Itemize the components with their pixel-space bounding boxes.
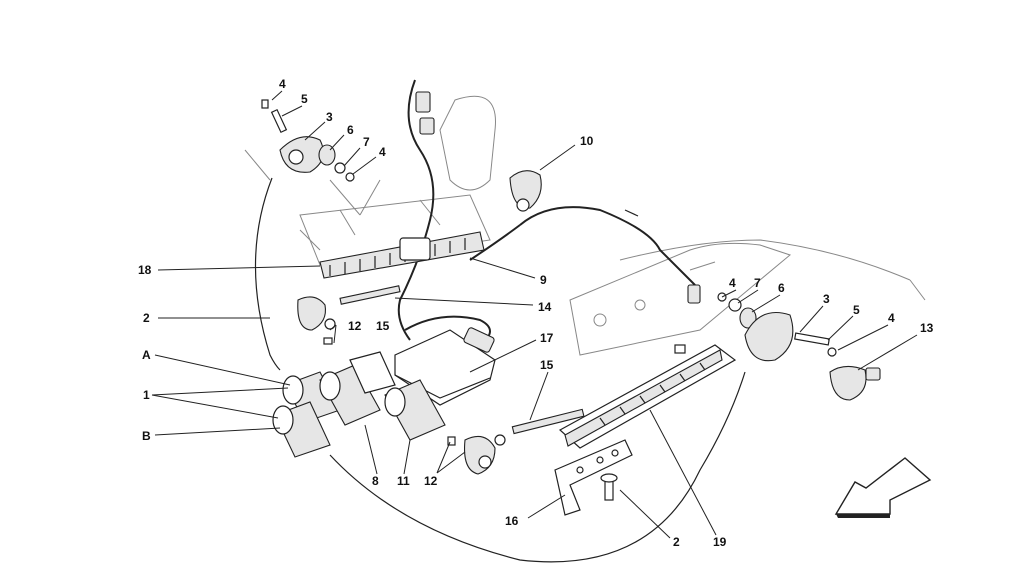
leader-lines (151, 90, 918, 539)
adjuster-motor-right (687, 284, 881, 401)
callout-6: 6 (347, 123, 354, 137)
ghost-seat-frame-left (244, 95, 496, 266)
callout-3: 3 (823, 292, 830, 306)
callout-16: 16 (505, 514, 519, 528)
callout-2: 2 (143, 311, 150, 325)
callout-4: 4 (379, 145, 386, 159)
callout-2: 2 (673, 535, 680, 549)
upper-connectors (415, 91, 542, 212)
callout-18: 18 (138, 263, 152, 277)
callout-labels: 4 5 3 6 7 4 10 18 9 14 2 12 15 17 A 15 1… (138, 77, 934, 549)
callout-4: 4 (729, 276, 736, 290)
callout-19: 19 (713, 535, 727, 549)
callout-6: 6 (778, 281, 785, 295)
callout-5: 5 (301, 92, 308, 106)
gear-rack-18 (319, 231, 485, 279)
callout-4: 4 (279, 77, 286, 91)
motor-B (272, 401, 331, 458)
callout-B: B (142, 429, 151, 443)
callout-4: 4 (888, 311, 895, 325)
screw-shaft-14 (339, 285, 401, 305)
callout-15: 15 (376, 319, 390, 333)
callout-A: A (142, 348, 151, 362)
adjuster-motor-top-left (261, 99, 355, 182)
flex-cable-bottom (329, 371, 746, 563)
callout-3: 3 (326, 110, 333, 124)
motor-11 (349, 351, 446, 441)
gear-unit-12-lower (447, 435, 496, 475)
callout-1: 1 (143, 388, 150, 402)
callout-8: 8 (372, 474, 379, 488)
callout-13: 13 (920, 321, 934, 335)
callout-7: 7 (754, 276, 761, 290)
seat-rail-19 (558, 344, 737, 449)
callout-17: 17 (540, 331, 554, 345)
direction-arrow-icon (834, 457, 932, 518)
callout-15: 15 (540, 358, 554, 372)
callout-12: 12 (424, 474, 438, 488)
callout-10: 10 (580, 134, 594, 148)
callout-9: 9 (540, 273, 547, 287)
bracket-16 (554, 439, 633, 516)
callout-5: 5 (853, 303, 860, 317)
ghost-seat-frame-right (569, 239, 926, 356)
motor-8 (319, 364, 381, 426)
flex-cable-left (254, 177, 281, 371)
callout-11: 11 (397, 474, 410, 488)
callout-14: 14 (538, 300, 552, 314)
screw-shaft-15 (494, 408, 585, 446)
callout-12: 12 (348, 319, 362, 333)
callout-7: 7 (363, 135, 370, 149)
gear-unit-12-upper (297, 296, 336, 345)
